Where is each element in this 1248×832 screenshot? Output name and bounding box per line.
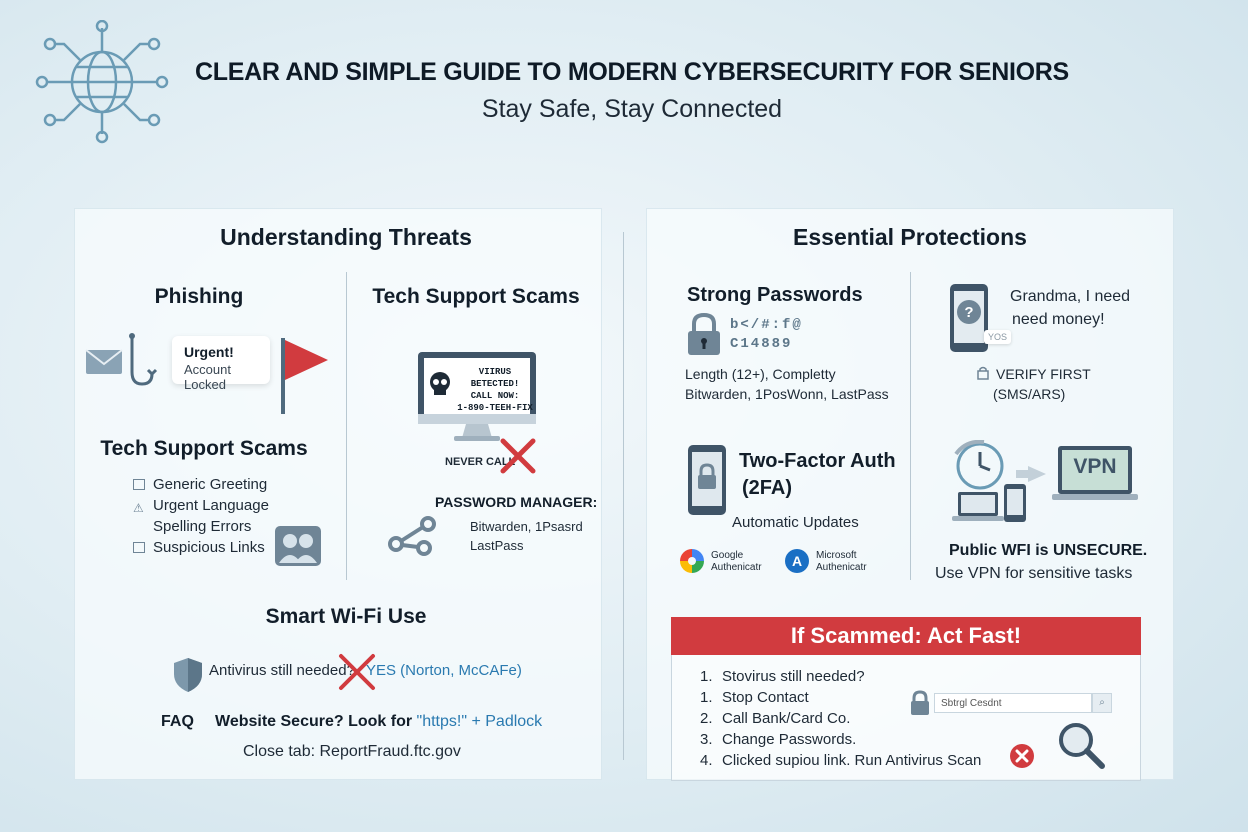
automatic-updates-text: Automatic Updates (732, 514, 859, 531)
search-input[interactable]: Sbtrgl Cesdnt (934, 693, 1092, 713)
reply-badge: YOS (984, 330, 1012, 344)
google-authenticator-label: Google Authenicatr (711, 550, 762, 573)
search-icon[interactable]: ⌕ (1092, 693, 1112, 713)
svg-text:?: ? (964, 304, 973, 321)
svg-text:A: A (792, 553, 802, 569)
verify-first-text: VERIFY FIRST (996, 366, 1091, 382)
verify-icon (977, 366, 989, 380)
share-nodes-icon (388, 516, 436, 556)
scam-message-2: need money! (1012, 311, 1105, 328)
list-item: ⚠ Urgent Language (133, 495, 283, 516)
verify-channel-text: (SMS/ARS) (993, 386, 1066, 402)
tech-support-left-title: Tech Support Scams (100, 437, 308, 460)
vpn-label: VPN (1073, 455, 1117, 478)
people-icon (275, 526, 321, 566)
strong-passwords-title: Strong Passwords (687, 284, 863, 306)
urgent-bubble: Urgent! Account Locked (172, 336, 270, 392)
tech-support-right-title: Tech Support Scams (372, 285, 580, 308)
email-hook-icon (85, 333, 158, 386)
twofa-title: Two-Factor Auth (739, 450, 896, 472)
close-tab-text: Close tab: ReportFraud.ftc.gov (243, 743, 461, 760)
warning-signs-list: Generic Greeting ⚠ Urgent Language Spell… (133, 474, 283, 558)
microsoft-authenticator-icon: A (785, 549, 809, 573)
link-icon (133, 542, 145, 553)
antivirus-answer: YES (Norton, McCAFe) (366, 662, 522, 679)
scammed-title: If Scammed: Act Fast! (671, 617, 1141, 655)
magnifier-icon (1059, 723, 1105, 769)
padlock-icon (911, 690, 929, 715)
warning-icon: ⚠ (133, 501, 144, 515)
scam-message-1: Grandma, I need (1010, 288, 1131, 305)
twofa-abbreviation: (2FA) (742, 477, 792, 499)
list-item: Generic Greeting (133, 474, 283, 495)
wifi-title: Smart Wi-Fi Use (265, 605, 427, 628)
protections-divider (910, 272, 911, 580)
devices-vpn-icon (952, 440, 1138, 522)
antivirus-question: Antivirus still needed? (209, 662, 355, 679)
google-authenticator-icon (680, 549, 704, 573)
faq-question: Website Secure? Look for "https!" + Padl… (215, 713, 543, 730)
shield-icon (174, 658, 202, 692)
red-x-icon (339, 654, 375, 690)
center-divider (623, 232, 624, 760)
phone-lock-icon (688, 445, 726, 515)
faq-answer: "https!" + Padlock (416, 713, 543, 730)
password-manager-label: PASSWORD MANAGER: (435, 494, 598, 510)
page-subtitle: Stay Safe, Stay Connected (481, 95, 783, 123)
password-sample-1: b</#:f@ (730, 317, 803, 333)
smartphone-question-icon: ? (950, 284, 988, 352)
greeting-icon (133, 479, 145, 490)
never-call-label: NEVER CALL (445, 456, 516, 468)
page-title: CLEAR AND SIMPLE GUIDE TO MODERN CYBERSE… (195, 58, 1069, 86)
list-item: Spelling Errors (153, 518, 252, 535)
threats-title: Understanding Threats (220, 224, 472, 250)
public-wifi-warning: Public WFI is UNSECURE. (949, 542, 1148, 559)
password-managers-text: Bitwarden, 1PosWonn, LastPass (685, 386, 889, 402)
password-sample-2: C14889 (730, 336, 793, 352)
list-item: 1.Stovirus still needed? (700, 668, 865, 685)
scammed-steps-list: 1.Stovirus still needed? 1.Stop Contact … (700, 666, 981, 771)
monitor-icon (418, 352, 536, 441)
urgent-bubble-text: Account Locked (184, 362, 231, 392)
list-item: 2.Call Bank/Card Co. (700, 710, 851, 727)
threats-divider (346, 272, 347, 580)
password-manager-list-2: LastPass (470, 538, 524, 553)
red-flag-icon (281, 338, 328, 414)
urgent-bubble-title: Urgent! (184, 344, 234, 360)
list-item: 1.Stop Contact (700, 689, 809, 706)
phishing-title: Phishing (154, 285, 244, 308)
skull-icon (430, 372, 450, 395)
list-item: Suspicious Links (133, 537, 283, 558)
virus-alert-text: VIIRUS BETECTED! CALL NOW: 1-890-TEEH-FI… (457, 367, 533, 413)
vpn-advice: Use VPN for sensitive tasks (935, 565, 1133, 582)
faq-label: FAQ (161, 713, 194, 730)
password-manager-list-1: Bitwarden, 1Psasrd (470, 519, 583, 534)
password-length-text: Length (12+), Completty (685, 366, 836, 382)
list-item: 3.Change Passwords. (700, 731, 857, 748)
red-x-icon (500, 438, 536, 474)
protections-title: Essential Protections (793, 224, 1027, 250)
list-item: 4.Clicked supiou link. Run Antivirus Sca… (700, 752, 982, 769)
globe-network-icon (35, 20, 169, 144)
microsoft-authenticator-label: Microsoft Authenicatr (816, 550, 867, 573)
threats-panel (74, 208, 602, 780)
error-icon (1010, 744, 1034, 768)
padlock-icon (688, 312, 720, 355)
